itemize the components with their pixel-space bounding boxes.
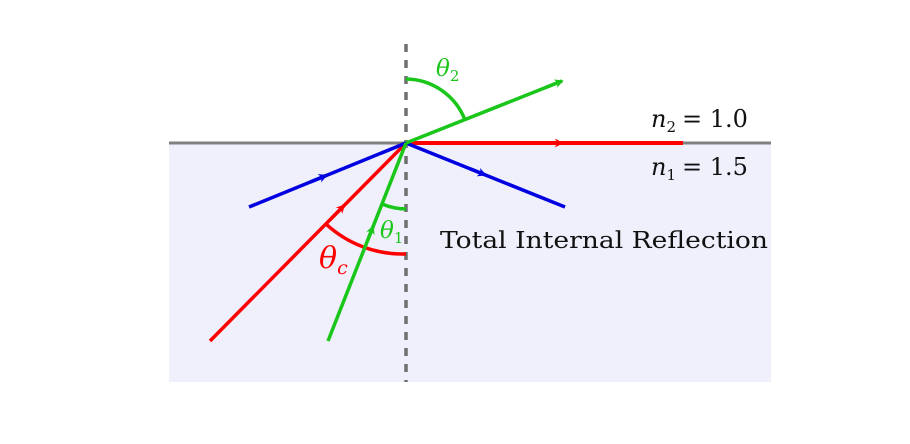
theta-c-label: θc: [319, 241, 348, 279]
theta-2-label: θ2: [436, 56, 459, 85]
green-incident-arrowhead: [365, 225, 375, 243]
theta-2-arc: [405, 77, 467, 121]
red-incident-ray: [208, 141, 408, 343]
blue-reflected-arrowhead: [469, 167, 487, 177]
red-incident-arrowhead: [328, 204, 346, 222]
theta-1-label: θ1: [380, 218, 403, 247]
dense-medium-region: [169, 143, 771, 382]
green-refracted-arrowhead: [544, 79, 564, 90]
n1-label: n1= 1.5: [651, 153, 748, 184]
tir-caption: Total Internal Reflection: [440, 228, 768, 254]
n2-label: n2= 1.0: [651, 105, 748, 136]
green-refracted-ray: [405, 79, 563, 145]
blue-incident-arrowhead: [309, 173, 328, 184]
theta-c-arc: [324, 222, 407, 256]
theta-1-arc: [381, 202, 407, 211]
